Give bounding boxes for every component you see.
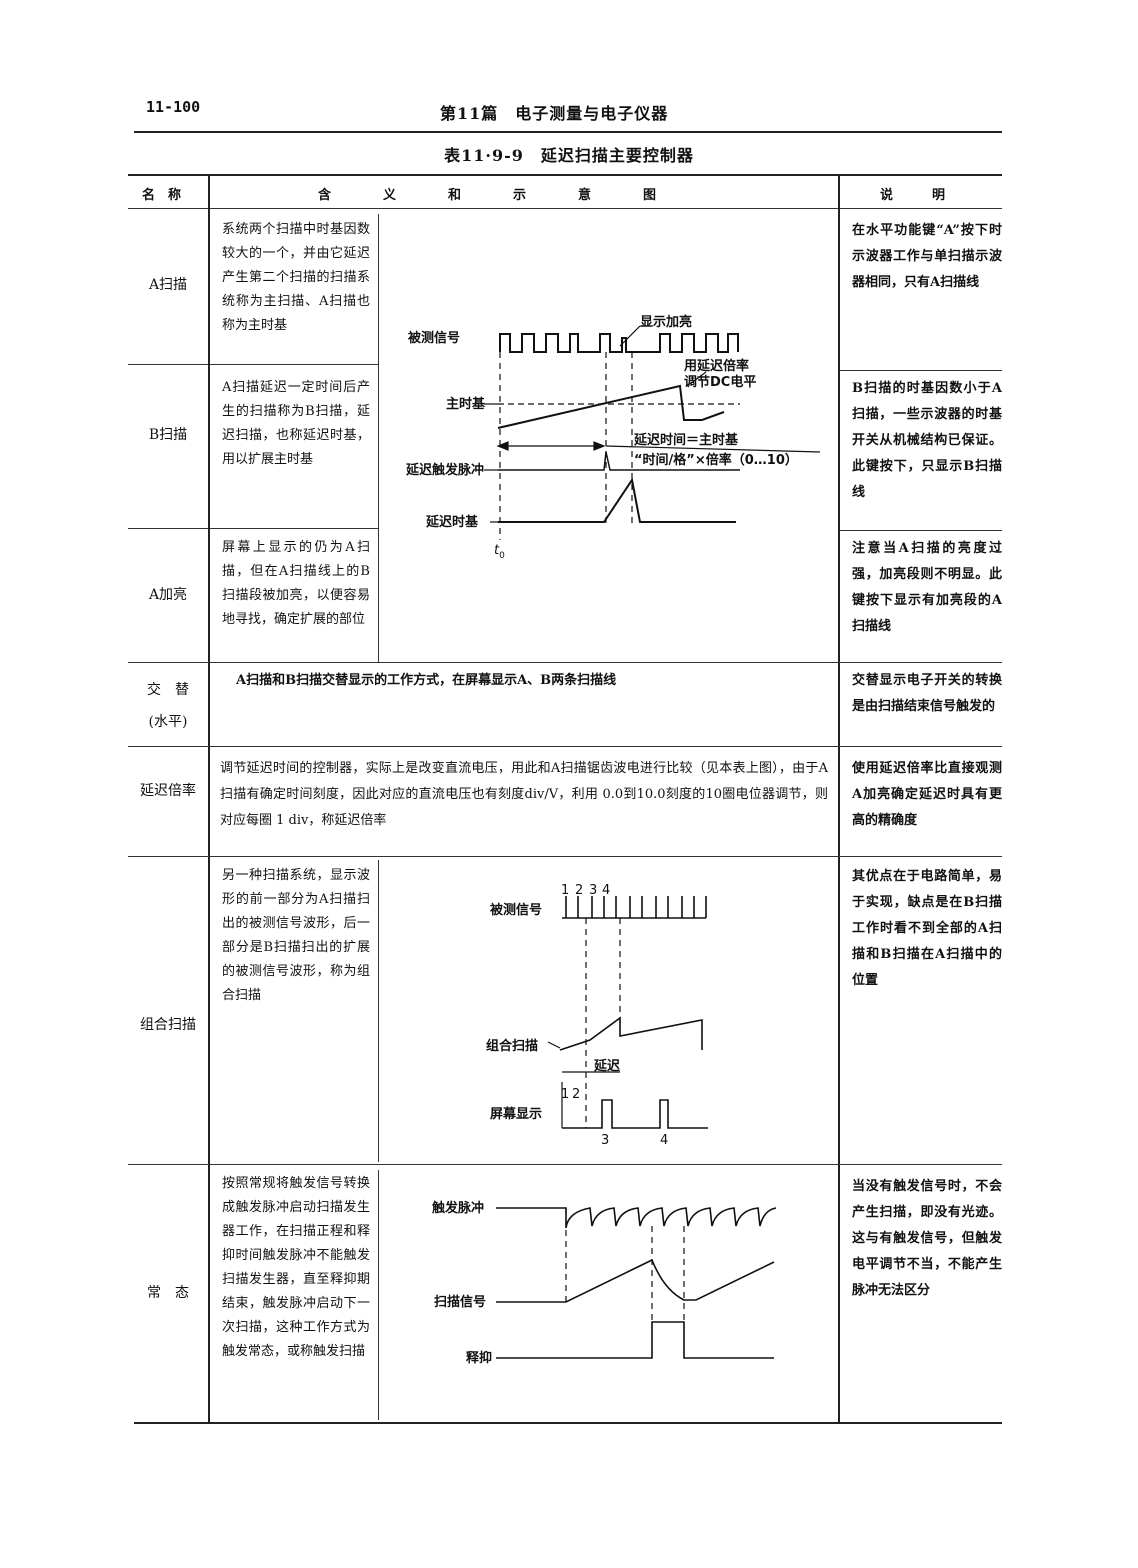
row-name-alternate: 交 替 (水平)	[130, 674, 206, 738]
table-bottom-rule	[134, 1422, 1002, 1424]
diagram2-signal-pulses	[565, 896, 707, 918]
diagram2-n3: 3	[589, 883, 597, 898]
col-divider-1	[208, 174, 210, 1422]
diagram1-dc-label-1: 用延迟倍率	[683, 358, 749, 374]
row-note-a-sweep: 在水平功能键“A”按下时示波器工作与单扫描示波器相同，只有A扫描线	[852, 223, 1002, 290]
row-rule-ab-meaning	[210, 364, 378, 365]
diagram1-trigger-label: 延迟触发脉冲	[405, 462, 484, 478]
diagram2-n1: 1	[561, 883, 569, 898]
row-rule-bc-name	[128, 528, 208, 529]
row-note-normal: 当没有触发信号时，不会产生扫描，即没有光迹。这与有触发信号，但触发电平调节不当，…	[852, 1179, 1002, 1298]
diagram1-main-label: 主时基	[446, 396, 486, 412]
row-meaning-combined: 另一种扫描系统，显示波形的前一部分为A扫描扫出的被测信号波形，后一部分是B扫描扫…	[222, 868, 370, 1003]
row-note-combined: 其优点在于电路简单，易于实现，缺点是在B扫描工作时看不到全部的A扫描和B扫描在A…	[852, 869, 1002, 988]
diagram1-brighten-leader	[619, 325, 641, 347]
row-rule-4	[128, 746, 1002, 747]
diagram3-holdoff-trace	[496, 1321, 774, 1359]
row-note-alternate: 交替显示电子开关的转换是由扫描结束信号触发的	[852, 673, 1002, 714]
row-meaning-a-intensified: 屏幕上显示的仍为A扫描，但在A扫描线上的B扫描段被加亮，以便容易地寻找，确定扩展…	[222, 540, 370, 627]
diagram3-trigger-trace	[496, 1207, 777, 1229]
row-name-delay-multiplier: 延迟倍率	[140, 783, 196, 799]
diagram1-t0-label: t0	[494, 543, 505, 561]
diagram3-holdoff-label: 释抑	[466, 1350, 492, 1366]
diagram1-signal-trace	[499, 333, 739, 353]
diagram1-signal-label: 被测信号	[407, 330, 460, 346]
meaning-divider-1	[378, 214, 379, 662]
diagram1-delayed-label: 延迟时基	[425, 514, 479, 530]
diagram1-delay-eq-2: “时间/格”×倍率（0…10）	[634, 452, 798, 468]
column-header-name: 名 称	[142, 188, 182, 203]
diagram2-screen-label: 屏幕显示	[490, 1106, 542, 1122]
header-rule	[134, 131, 1002, 133]
page-number: 11-100	[146, 98, 201, 116]
row-meaning-delay-multiplier: 调节延迟时间的控制器，实际上是改变直流电压，用此和A扫描锯齿波电进行比较（见本表…	[220, 761, 828, 828]
row-rule-ab-name	[128, 364, 208, 365]
diagram2-signal-label: 被测信号	[489, 902, 542, 918]
diagram3-trigger-label: 触发脉冲	[431, 1200, 484, 1216]
row-rule-bc-note	[840, 530, 1002, 531]
row-name-a-intensified: A加亮	[148, 587, 188, 603]
row-name-combined: 组合扫描	[140, 1017, 196, 1033]
row-meaning-normal: 按照常规将触发信号转换成触发脉冲启动扫描发生器工作，在扫描正程和释抑时间触发脉冲…	[222, 1176, 370, 1359]
diagram3-sweep-label: 扫描信号	[434, 1294, 486, 1310]
row-note-delay-multiplier: 使用延迟倍率比直接观测A加亮确定延迟时具有更高的精确度	[852, 761, 1002, 828]
column-header-meaning: 含 义 和 示 意 图	[318, 188, 657, 203]
diagram1-delay-eq-1: 延迟时间＝主时基	[633, 432, 739, 448]
diagram2-n4: 4	[602, 883, 610, 898]
diagram2-n2: 2	[575, 883, 583, 898]
row-rule-bc-meaning	[210, 528, 378, 529]
row-meaning-alternate: A扫描和B扫描交替显示的工作方式，在屏幕显示A、B两条扫描线	[236, 673, 617, 688]
diagram1-delay-arrowhead-right	[593, 441, 606, 451]
diagram1-delay-arrowhead-left	[496, 441, 509, 451]
row-rule-6	[128, 1164, 1002, 1165]
row-name-alternate-line1: 交 替	[147, 682, 189, 698]
diagram2-screen-n3: 3	[601, 1133, 609, 1148]
diagram3-sweep-trace	[496, 1258, 775, 1303]
table-top-rule	[128, 174, 1002, 176]
diagram1-dc-leader	[689, 371, 707, 385]
row-name-b-sweep: B扫描	[148, 427, 188, 443]
diagram1-formula-leader	[605, 445, 821, 453]
diagram2-combined-leader	[547, 1041, 561, 1049]
diagram2-combined-trace	[559, 1016, 703, 1051]
diagram2-combined-label: 组合扫描	[486, 1038, 538, 1054]
column-header-rule	[128, 208, 1002, 209]
meaning-divider-3	[378, 1170, 379, 1420]
row-note-a-intensified: 注意当A扫描的亮度过强，加亮段则不明显。此键按下显示有加亮段的A扫描线	[852, 541, 1002, 634]
diagram1-dc-label-2: 调节DC电平	[684, 374, 756, 390]
row-meaning-a-sweep: 系统两个扫描中时基因数较大的一个，并由它延迟产生第二个扫描的扫描系统称为主扫描、…	[222, 222, 370, 333]
row-rule-5	[128, 856, 1002, 857]
row-rule-3	[128, 662, 1002, 663]
row-name-a-sweep: A扫描	[148, 277, 188, 293]
diagram2-screen-n4: 4	[660, 1133, 668, 1148]
diagram1-delayed-timebase	[498, 477, 736, 523]
col-divider-2	[838, 174, 840, 1422]
diagram1-main-timebase	[497, 384, 725, 429]
diagram2-screen-trace	[562, 1099, 708, 1129]
row-name-normal: 常 态	[147, 1285, 189, 1301]
table-title: 表11·9-9 延迟扫描主要控制器	[444, 146, 694, 165]
column-header-note: 说 明	[880, 188, 946, 203]
diagram2-screen-n2: 2	[572, 1087, 580, 1102]
meaning-divider-2	[378, 860, 379, 1162]
row-meaning-b-sweep: A扫描延迟一定时间后产生的扫描称为B扫描，延迟扫描，也称延迟时基，用以扩展主时基	[222, 380, 370, 467]
diagram1-brighten-label: 显示加亮	[640, 314, 692, 330]
row-note-b-sweep: B扫描的时基因数小于A扫描，一些示波器的时基开关从机械结构已保证。此键按下，只显…	[852, 381, 1002, 500]
diagram2-screen-n1: 1	[561, 1087, 569, 1102]
section-title: 第11篇 电子测量与电子仪器	[440, 104, 669, 123]
row-rule-ab-note	[840, 370, 1002, 371]
row-name-alternate-line2: (水平)	[148, 714, 188, 730]
diagram2-delay-label: 延迟	[593, 1058, 620, 1074]
